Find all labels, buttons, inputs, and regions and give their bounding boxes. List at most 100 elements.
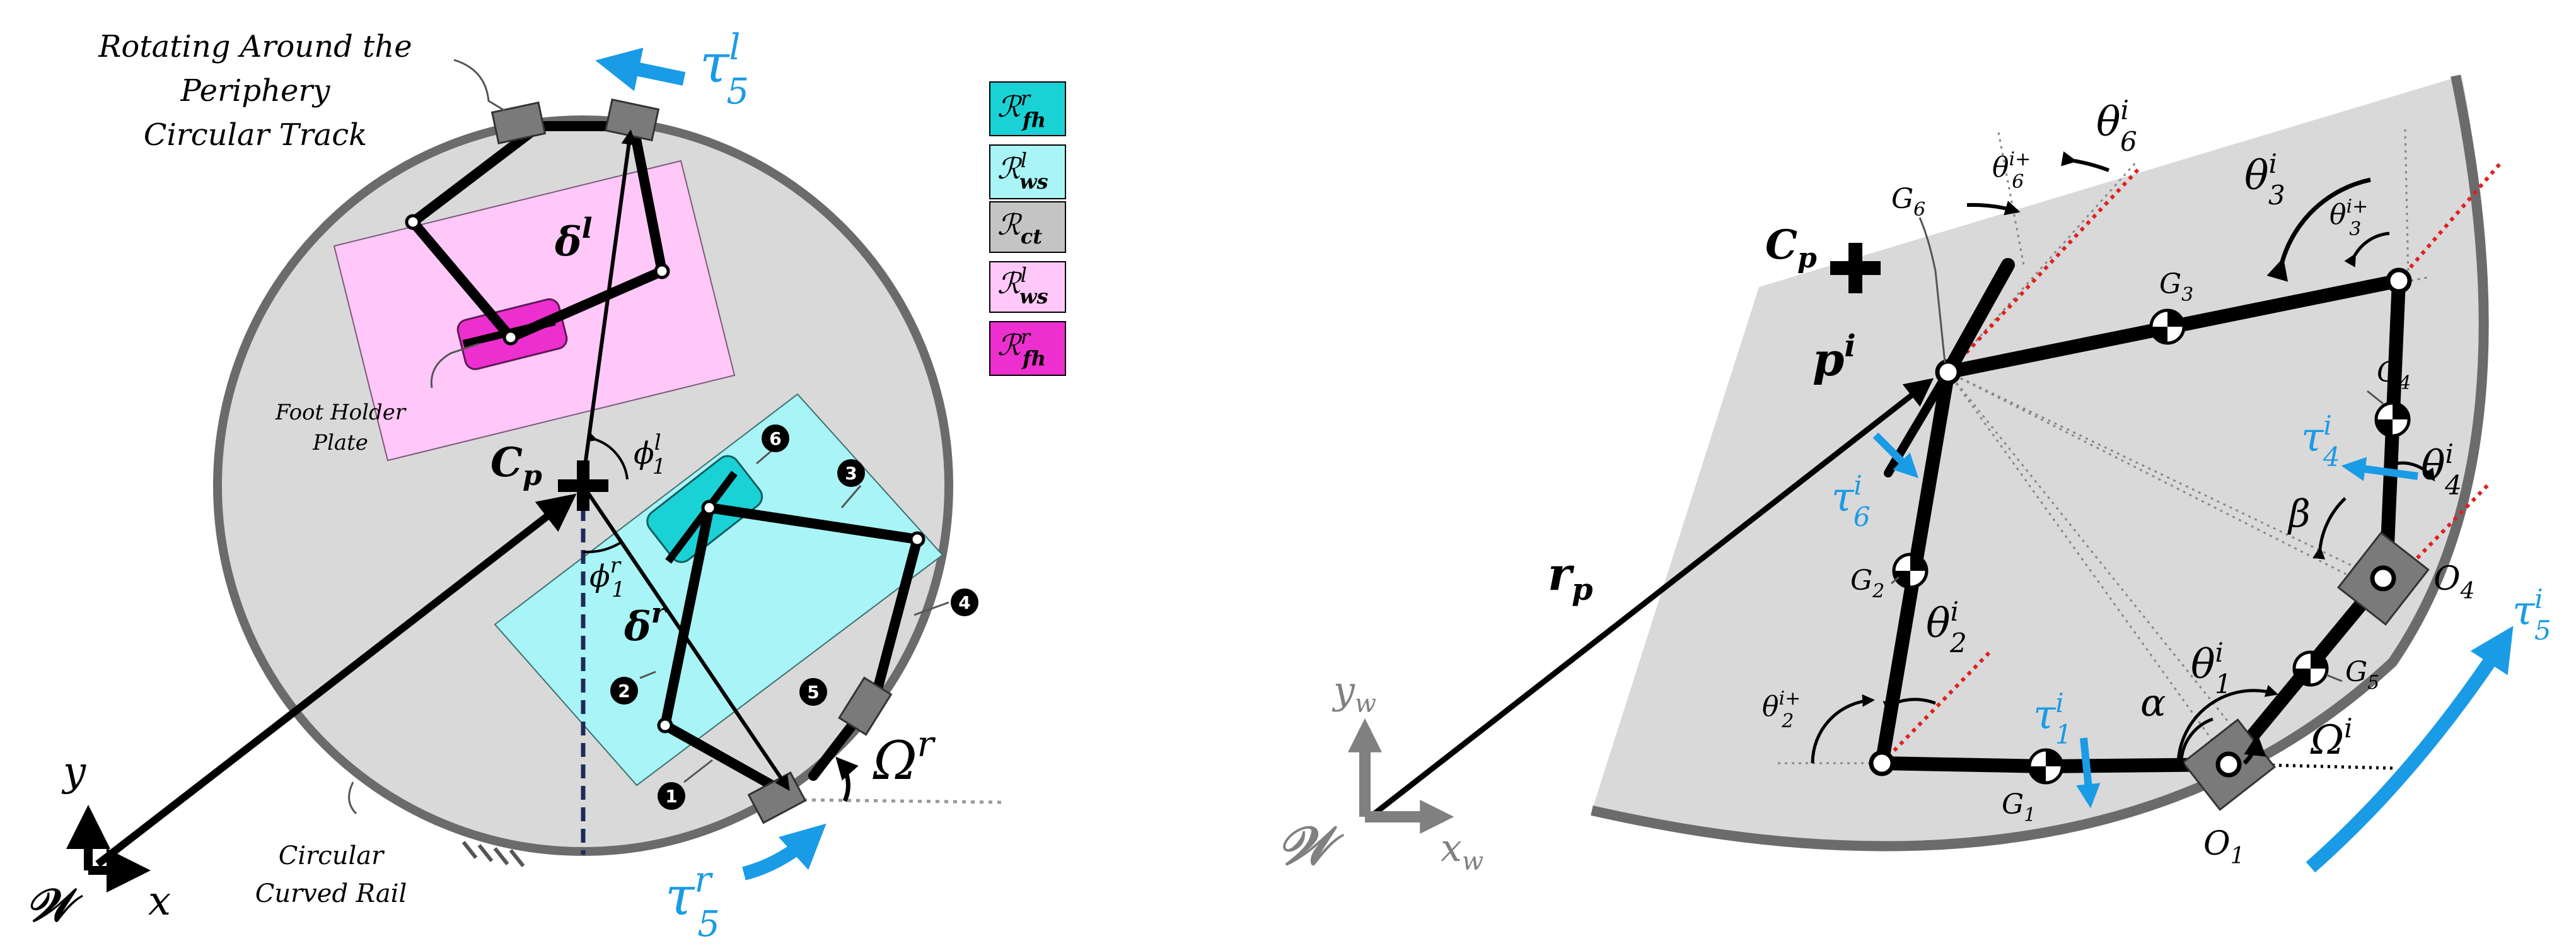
legend-label-3: ℛct [997, 208, 1042, 249]
badge-1: 1 [665, 786, 677, 807]
badge-6: 6 [769, 428, 781, 449]
phi-l-arc [586, 432, 629, 480]
g3-label: G3 [2159, 268, 2193, 306]
right-slider-2 [838, 676, 893, 736]
left-slider-1 [490, 101, 547, 144]
com-markers [1892, 308, 2411, 785]
g1-label: G1 [2002, 788, 2036, 826]
sector-rim [1591, 74, 2489, 851]
badge-4: 4 [958, 592, 970, 613]
world-frame-label-left: 𝒲 [25, 878, 83, 932]
right-slider-1 [747, 771, 807, 824]
rail-caption-line1: Circular [279, 841, 385, 870]
red-reference-lines [1880, 163, 2502, 765]
delta-r-vector [581, 484, 790, 791]
delta-l-vector [581, 129, 637, 480]
axis-y-label: y [61, 749, 86, 795]
cp-label-left: Cp [490, 439, 542, 492]
foot-holder-caption-line2: Plate [312, 430, 368, 455]
omega-r-arc [835, 756, 859, 802]
left-panel: 6 2 3 4 5 1 Rotating Around the Peripher… [25, 27, 1003, 945]
g5-label: G5 [2345, 656, 2379, 694]
tau4-arrow [2341, 457, 2418, 481]
xw-label: xw [1441, 826, 1483, 876]
badge-2: 2 [618, 681, 630, 701]
right-foot-bar [665, 471, 738, 564]
g4-label: G4 [2377, 356, 2411, 394]
phi-r-arc [583, 541, 622, 554]
sector-region [1592, 76, 2486, 846]
world-frame-label-right: 𝒲 [1277, 814, 1345, 877]
tangent-dotted-line [794, 798, 1003, 804]
tau6-arrow [1872, 432, 1919, 479]
g6-label: G6 [1891, 183, 1925, 221]
com-g2 [1892, 553, 1929, 589]
o4-label: O4 [2434, 560, 2475, 604]
tau1-arrow [2076, 737, 2101, 809]
track-caption-line1: Rotating Around the [98, 29, 412, 64]
omega-r-label: Ωr [873, 724, 936, 792]
legend-swatch-ct [989, 201, 1066, 253]
ground-hatch [461, 841, 525, 867]
track-caption-line2: Periphery [180, 73, 331, 108]
legend-swatch-ws-l-cyan [989, 144, 1066, 199]
beta-label: β [2287, 492, 2311, 536]
link-number-badges [610, 424, 978, 810]
com-g3 [2149, 308, 2186, 345]
theta3-plus-label: θi+3 [2329, 196, 2368, 240]
com-g1 [2028, 748, 2064, 785]
workspace-right [494, 393, 944, 787]
g2-label: G2 [1850, 565, 1884, 602]
theta6-plus-label: θi+6 [1992, 148, 2031, 193]
badge-5: 5 [807, 682, 819, 703]
legend-swatch-ws-l-pink [989, 261, 1066, 313]
callout-lines [348, 59, 949, 815]
track-caption-line3: Circular Track [144, 117, 368, 153]
world-to-cp-vector [95, 493, 577, 867]
axis-x-label: x [148, 878, 171, 925]
omega-label: Ωi [2310, 713, 2353, 764]
delta-r-label: δr [624, 597, 668, 650]
right-joints [1869, 267, 2412, 778]
tau5-arrow [2306, 626, 2514, 873]
g-callouts [1891, 217, 2384, 682]
alpha-label: α [2140, 681, 2166, 725]
delta-l-label: δl [554, 213, 592, 266]
rp-label: rp [1548, 547, 1593, 607]
theta2-plus-label: θi+2 [1762, 688, 1801, 732]
foot-holder-caption-line1: Foot Holder [275, 400, 407, 425]
yw-label: yw [1332, 669, 1376, 718]
p-label: pi [1813, 329, 1856, 386]
tau-l-arrow [595, 47, 686, 91]
com-g5 [2292, 650, 2329, 687]
rp-vector [1372, 378, 1934, 816]
o1-label: O1 [2203, 825, 2245, 869]
com-g4 [2374, 401, 2411, 438]
right-panel: Cp pi rp 𝒲 yw xw G1 G2 G3 G4 G5 G6 [1277, 74, 2551, 877]
legend-swatch-fh-r-magenta [989, 321, 1066, 376]
cp-cross-right [1830, 243, 1881, 293]
badge-3: 3 [845, 463, 857, 484]
cp-label-right: Cp [1765, 221, 1817, 274]
angle-arcs [1811, 151, 2435, 771]
cp-cross-left [558, 460, 608, 511]
